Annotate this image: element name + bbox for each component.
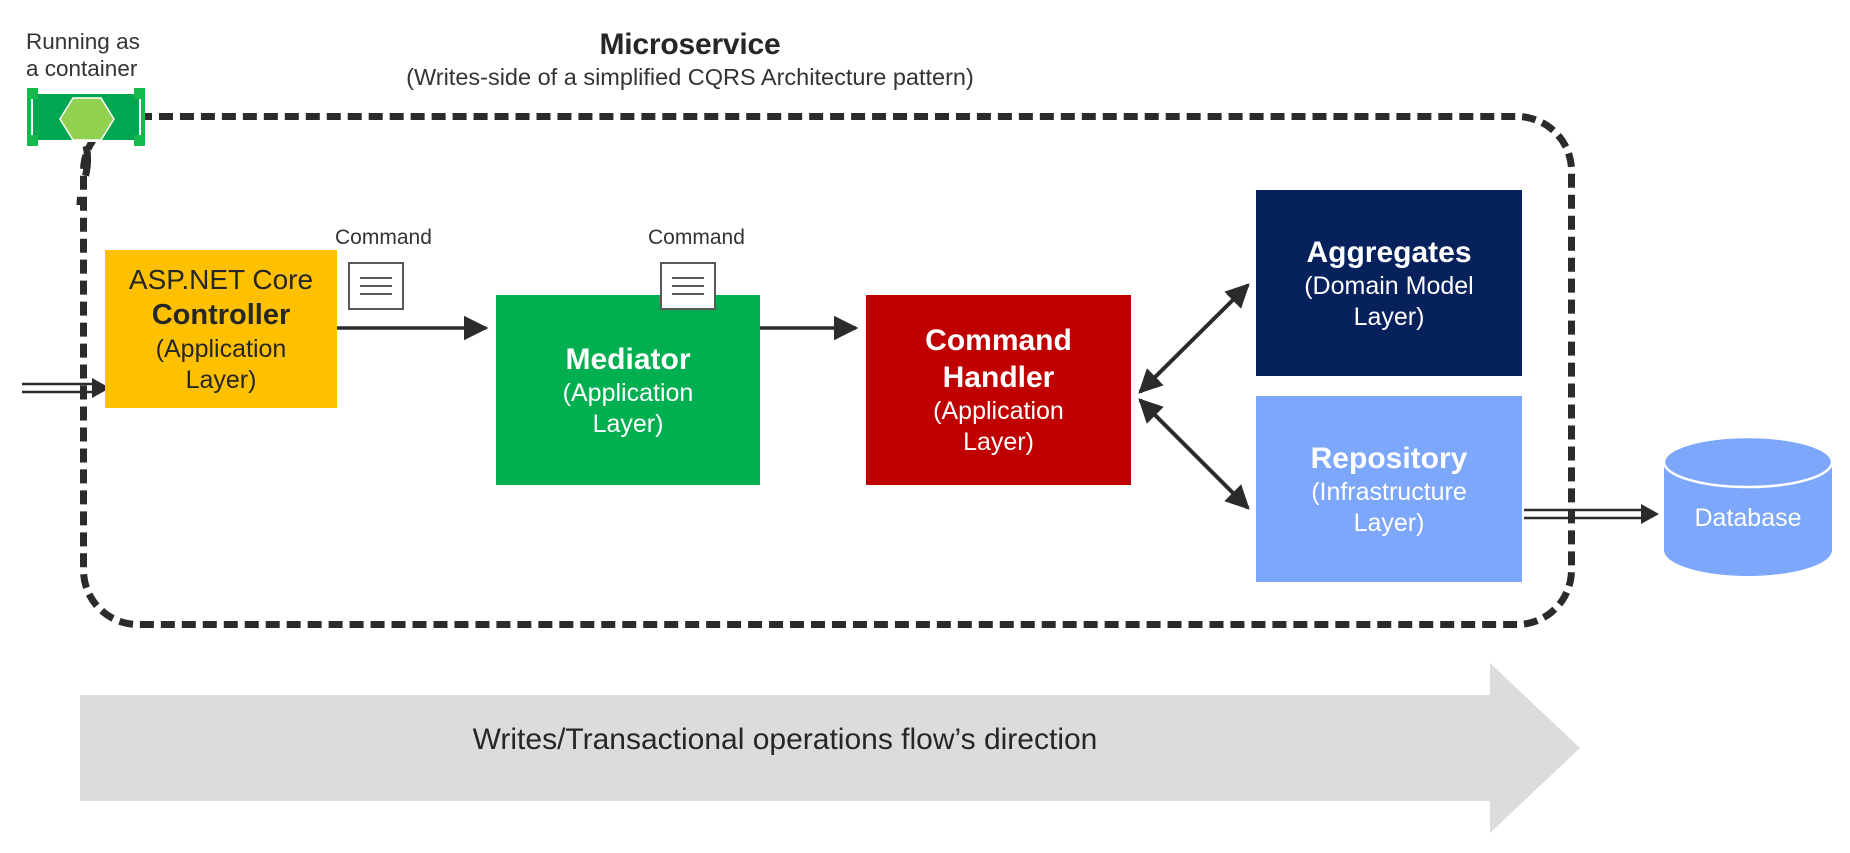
node-controller-sub-line1: (Application bbox=[155, 335, 287, 363]
diagram-subtitle: (Writes-side of a simplified CQRS Archit… bbox=[406, 64, 974, 90]
database-label: Database bbox=[1694, 504, 1802, 532]
node-controller-sub-line2: Layer) bbox=[185, 366, 257, 394]
selection-handle-top-right bbox=[134, 88, 145, 99]
node-mediator[interactable]: Mediator (Application Layer) bbox=[496, 295, 760, 485]
command-icon-line bbox=[360, 285, 392, 287]
microservice-boundary bbox=[80, 113, 1575, 628]
command-message-icon-1 bbox=[348, 262, 404, 310]
command-icon-line bbox=[672, 285, 704, 287]
command-icon-line bbox=[672, 277, 704, 279]
database-cylinder-icon bbox=[1662, 435, 1834, 576]
node-repository-title: Repository bbox=[1310, 441, 1468, 475]
container-hexagon-icon bbox=[59, 97, 115, 141]
node-command-handler-sub-line2: Layer) bbox=[963, 428, 1034, 456]
node-controller[interactable]: ASP.NET Core Controller (Application Lay… bbox=[105, 250, 337, 408]
selection-handle-top-left bbox=[27, 88, 38, 99]
node-aggregates-title: Aggregates bbox=[1306, 235, 1472, 269]
diagram-title: Microservice bbox=[599, 28, 781, 61]
flow-banner-label: Writes/Transactional operations flow’s d… bbox=[472, 723, 1098, 756]
container-caption-line2: a container bbox=[26, 56, 138, 81]
node-controller-title-bold: Controller bbox=[151, 299, 291, 331]
node-mediator-sub-line1: (Application bbox=[562, 378, 694, 407]
selection-edge-right bbox=[141, 88, 145, 146]
node-database[interactable]: Database bbox=[1662, 435, 1834, 576]
node-aggregates-sub-line2: Layer) bbox=[1353, 302, 1425, 331]
node-command-handler-title-line2: Handler bbox=[942, 361, 1055, 394]
node-aggregates[interactable]: Aggregates (Domain Model Layer) bbox=[1256, 190, 1522, 376]
command-label-2: Command bbox=[648, 226, 745, 249]
command-icon-line bbox=[360, 293, 392, 295]
node-command-handler[interactable]: Command Handler (Application Layer) bbox=[866, 295, 1131, 485]
selection-handle-bottom-right bbox=[134, 135, 145, 146]
node-mediator-title: Mediator bbox=[565, 342, 691, 376]
container-icon bbox=[27, 88, 145, 146]
node-repository-sub-line1: (Infrastructure bbox=[1311, 477, 1467, 506]
command-icon-line bbox=[360, 277, 392, 279]
container-caption-line1: Running as bbox=[26, 29, 140, 54]
node-repository-sub-line2: Layer) bbox=[1353, 508, 1425, 537]
flow-direction-banner: Writes/Transactional operations flow’s d… bbox=[80, 663, 1580, 833]
node-controller-title: ASP.NET Core bbox=[128, 264, 314, 295]
command-label-1: Command bbox=[335, 226, 432, 249]
selection-edge-left bbox=[27, 88, 31, 146]
node-command-handler-title-line1: Command bbox=[925, 324, 1072, 357]
flow-arrow-shape bbox=[80, 663, 1580, 833]
node-mediator-sub-line2: Layer) bbox=[592, 409, 664, 438]
command-message-icon-2 bbox=[660, 262, 716, 310]
container-caption: Running as a container bbox=[26, 28, 176, 82]
node-aggregates-sub-line1: (Domain Model bbox=[1304, 271, 1474, 300]
node-command-handler-sub-line1: (Application bbox=[933, 397, 1064, 425]
selection-handle-bottom-left bbox=[27, 135, 38, 146]
command-icon-line bbox=[672, 293, 704, 295]
node-repository[interactable]: Repository (Infrastructure Layer) bbox=[1256, 396, 1522, 582]
